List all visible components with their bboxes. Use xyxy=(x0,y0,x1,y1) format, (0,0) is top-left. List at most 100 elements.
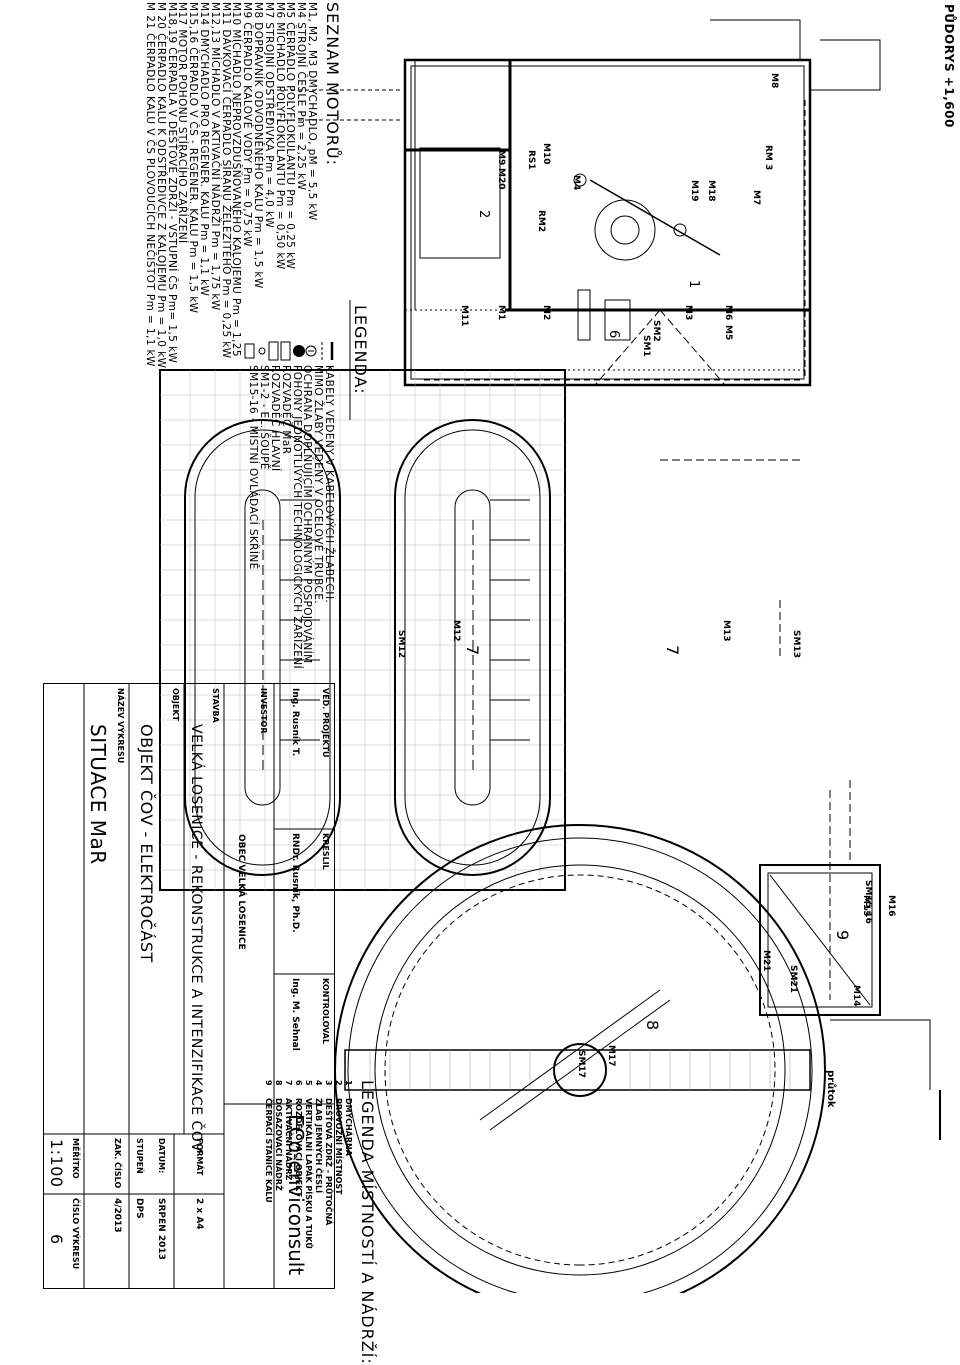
motor-tag-m19: M19 xyxy=(689,180,699,202)
motor-item: M1, M2, M3 DMYCHADLO, pM = 5,5 kW xyxy=(306,2,318,221)
investor-label: INVESTOR xyxy=(259,688,268,734)
legend-item: KABELY VEDENY V KABELOVÝCH ŽLABECH. xyxy=(323,365,335,604)
motor-tag-m14: M14 xyxy=(851,985,861,1007)
motor-item: M5 ČERPADLO POLYFLOKULANTU Pm = 0,25 kW xyxy=(284,2,297,270)
motor-tag-m3: M3 xyxy=(683,305,693,321)
building-outline xyxy=(403,58,812,387)
ved-projektu-label: VED. PROJEKTU xyxy=(321,688,330,758)
motor-item: M7 STROJNÍ ODSTŘEDIVKA Pm = 4,0 kW xyxy=(262,2,275,229)
room-number-1: 1 xyxy=(686,280,701,289)
legend-item: ROZVADĚČ HLAVNÍ xyxy=(269,365,282,472)
room-number-7b: 7 xyxy=(663,645,682,656)
room-number-8: 8 xyxy=(643,1020,662,1031)
zak-label: ZAK. ČÍSLO xyxy=(113,1138,122,1189)
objekt-value: OBJEKT ČOV - ELEKTROČÁST xyxy=(137,724,156,963)
motor-tag-m6: M6 xyxy=(723,305,733,321)
legend-list: KABELY VEDENY V KABELOVÝCH ŽLABECH. MIMO… xyxy=(247,365,335,670)
drawing-sheet: PŮDORYS +1,600 xyxy=(43,2,956,1365)
inlet-label: průtok xyxy=(825,1070,836,1108)
motor-item: M18,19 ČERPADLA V DEŠŤOVÉ ZDRŽI - VSTUPN… xyxy=(165,2,178,364)
legend-item: POHONY JEDNOTLIVÝCH TECHNOLOGICKÝCH ZAŘÍ… xyxy=(290,365,303,670)
objekt-label: OBJEKT xyxy=(171,688,180,721)
motor-tag-m9: M9 xyxy=(496,150,506,166)
motor-tag-m1: M1 xyxy=(496,305,506,321)
stupen-value: DPS xyxy=(134,1198,144,1219)
room-item: 1DMÝCHÁRNA xyxy=(344,1080,353,1156)
motor-tag-m12: M12 xyxy=(451,620,461,642)
motor-tag-m21: M21 xyxy=(761,950,771,972)
switch-sm13: SM13 xyxy=(791,630,801,658)
legend-item: SM1-2 - EL. ŠOUPĚ xyxy=(258,365,271,470)
motor-item: M11 DÁVKOVACÍ ČERPADLO SÍRANU ŽELEZITÉHO… xyxy=(219,2,232,359)
motor-item: M 21 ČERPADLO KALU V ČS PLOVOUCÍCH NEČIS… xyxy=(144,2,157,367)
motor-item: M12,13 MÍCHADLO V AKTIVAČNÍ NÁDRŽI Pm = … xyxy=(208,2,221,311)
motors-title: SEZNAM MOTORŮ: xyxy=(323,2,342,167)
clarifier xyxy=(334,824,826,1293)
panel-rs1: RS1 xyxy=(526,150,536,170)
legend-underline xyxy=(349,300,351,420)
motor-item: M6 MÍCHADLO POLYFLOKULANTU Pm = 0,50 kW xyxy=(273,2,286,270)
stavba-value: VELKÁ LOSENICE - REKONSTRUKCE A INTENZIF… xyxy=(188,724,204,1153)
legend-item: MIMO ŽLABY VEDENY V OCELOVÉ TRUBCE. xyxy=(312,365,325,604)
motor-tag-m2: M2 xyxy=(541,305,551,321)
zak-value: 4/2013 xyxy=(112,1198,122,1233)
motor-item: M 20 ČERPADLO KALU K ODSTŘEDIVCE Z KALOJ… xyxy=(154,2,167,369)
format-label: FORMÁT xyxy=(195,1138,204,1176)
motor-item: M9 ČERPADLO KALOVÉ VODY Pm = 0,75 kW xyxy=(241,2,254,248)
legend-title: LEGENDA: xyxy=(351,305,370,395)
kreslil-value: RNDr. Rusník, Ph.D. xyxy=(290,833,300,933)
room-number-2: 2 xyxy=(476,210,491,219)
format-value: 2 x A4 xyxy=(194,1198,204,1230)
cislo-value: 6 xyxy=(47,1234,66,1245)
panel-rm2: RM2 xyxy=(536,210,546,233)
legend-item: OCHRANA DOPLŇUJÍCÍM OCHRANNÝM POSPOJOVÁN… xyxy=(301,365,314,664)
kreslil-label: KRESLIL xyxy=(321,833,330,870)
floor-plan xyxy=(159,19,941,1293)
title-block: VED. PROJEKTU KRESLIL KONTROLOVAL Ing. R… xyxy=(43,683,335,1289)
nazev-value: SITUACE MaR xyxy=(86,724,110,865)
room-number-6: 6 xyxy=(606,330,621,339)
legend-symbols xyxy=(244,341,334,361)
motor-tag-m13: M13 xyxy=(721,620,731,642)
motor-list: M1, M2, M3 DMYCHADLO, pM = 5,5 kW M4 STR… xyxy=(144,2,318,369)
rooms-title: LEGENDA MÍSTNOSTÍ A NÁDRŽÍ: xyxy=(358,1080,377,1365)
room-number-9: 9 xyxy=(833,930,852,941)
switch-sm2: SM2 xyxy=(651,320,661,342)
motor-item: M14 DMYCHADLO PRO REGENER. KALU Pm = 1,1… xyxy=(198,2,211,297)
motor-tag-m18: M18 xyxy=(706,180,716,202)
switch-sm12: SM12 xyxy=(396,630,406,658)
kontroloval-value: Ing. M. Sehnal xyxy=(290,978,300,1051)
switch-sm21: SM21 xyxy=(788,965,798,993)
motor-tag-m17: M17 xyxy=(606,1045,616,1067)
datum-label: DATUM: xyxy=(157,1138,166,1174)
motor-tag-m20: M20 xyxy=(496,168,506,190)
aeration-tanks xyxy=(159,369,566,891)
kontroloval-label: KONTROLOVAL xyxy=(321,978,330,1045)
meritko-value: 1:100 xyxy=(47,1139,66,1188)
motor-tag-m11: M11 xyxy=(459,305,469,327)
sludge-pump-station xyxy=(759,864,881,1016)
motor-tag-m4: M4 xyxy=(571,175,581,191)
motor-item: M10 MÍCHADLO NEPROVZDUŠŇOVANÉHO KALOJEMU… xyxy=(230,2,243,357)
legend-item: ROZVADĚČ MaR xyxy=(279,365,292,455)
ved-projektu-value: Ing. Rusník T. xyxy=(290,688,300,757)
legend-item: SM15-16 - MÍSTNÍ OVLÁDACÍ SKŘÍNĚ xyxy=(247,365,260,570)
switch-sm17: SM17 xyxy=(576,1050,586,1078)
company-logo: ECo-enviconsult xyxy=(284,1114,308,1276)
motor-item: M8 DOPRAVNÍK ODVODNĚNÉHO KALU Pm = 1,5 k… xyxy=(252,2,265,289)
title-block-grid xyxy=(44,684,334,1288)
cislo-label: ČÍSLO VÝKRESU xyxy=(71,1198,80,1270)
motor-item: M15,16 ČERPADLO V ČS - REGENER. KALU Pm … xyxy=(187,2,200,314)
motor-tag-m16: M16 xyxy=(886,895,896,917)
motor-item: M17 MOTOR POHONU STÍRACÍHO ZAŘÍZENÍ xyxy=(176,2,189,244)
switch-sm1: SM1 xyxy=(641,335,651,357)
motor-tag-m10: M10 xyxy=(541,143,551,165)
motor-tag-m15: M15 xyxy=(861,895,871,917)
motor-item: M4 STROJNÍ ČESLE Pm = 2,25 kW xyxy=(295,2,308,191)
motor-tag-m7: M7 xyxy=(751,190,761,206)
stupen-label: STUPEŇ xyxy=(135,1138,144,1174)
datum-value: SRPEN 2013 xyxy=(156,1198,166,1260)
investor-value: OBEC VELKÁ LOSENICE xyxy=(236,834,246,950)
stavba-label: STAVBA xyxy=(211,688,220,723)
nazev-label: NÁZEV VÝKRESU xyxy=(116,688,125,764)
